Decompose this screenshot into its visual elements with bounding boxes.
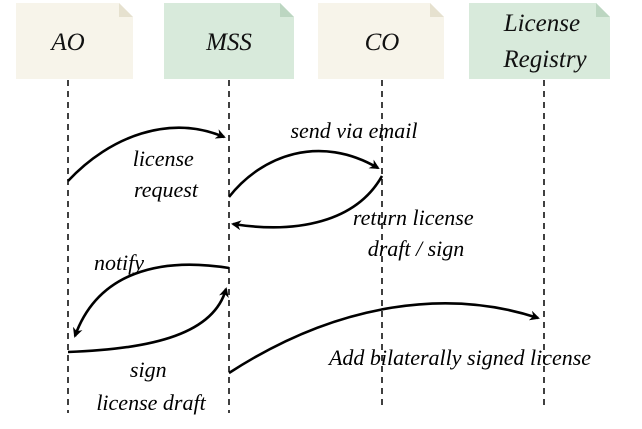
actor-co-box	[318, 3, 444, 79]
actor-mss-fold	[280, 3, 294, 17]
actor-mss: MSS	[164, 3, 294, 79]
label-send-via-email: send via email	[290, 118, 417, 143]
actor-registry-label: License Registry	[502, 10, 587, 73]
arrow-notify	[73, 263, 230, 338]
actor-ao-fold	[119, 3, 133, 17]
label-add-bilaterally-signed: Add bilaterally signed license	[327, 345, 591, 370]
label-return-license-draft: return license draft / sign	[353, 205, 479, 261]
actor-ao: AO	[16, 3, 133, 79]
actor-mss-label: MSS	[205, 29, 252, 56]
label-license-request: license request	[133, 146, 200, 202]
label-notify: notify	[94, 250, 144, 275]
arrow-add-bilaterally-signed	[228, 302, 540, 375]
arrow-sign-license-draft	[67, 287, 229, 354]
actor-registry: License Registry	[469, 3, 610, 79]
arrow-return-license-draft	[231, 175, 384, 231]
actor-registry-fold	[596, 3, 610, 17]
actor-co: CO	[318, 3, 444, 79]
actor-co-label: CO	[365, 29, 400, 56]
actor-registry-box	[469, 3, 610, 79]
actor-mss-box	[164, 3, 294, 79]
actor-co-fold	[430, 3, 444, 17]
arrow-license-request	[67, 126, 226, 182]
actor-ao-box	[16, 3, 133, 79]
arrow-send-via-email	[227, 149, 380, 198]
label-sign-license-draft: sign license draft	[96, 357, 206, 415]
actor-ao-label: AO	[49, 29, 84, 56]
